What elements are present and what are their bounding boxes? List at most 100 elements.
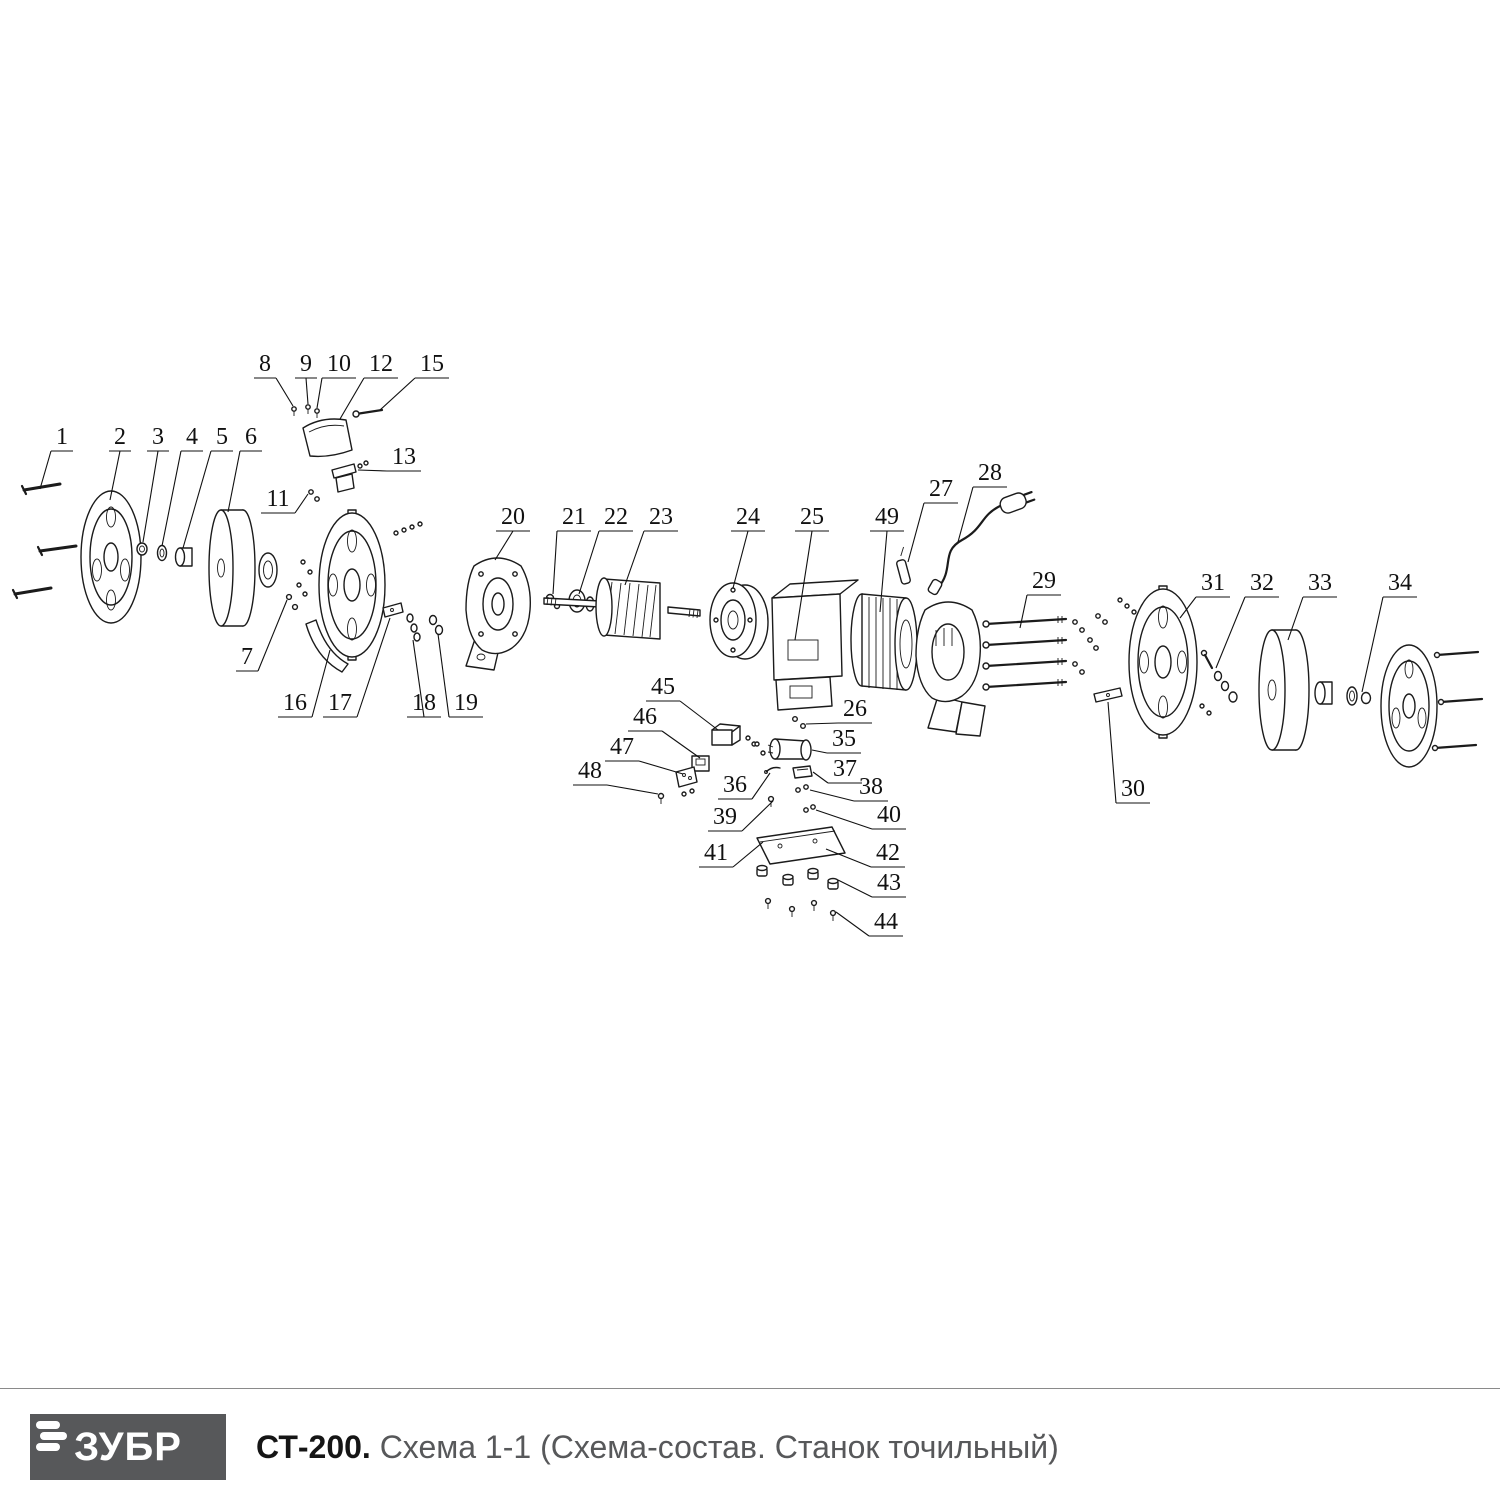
part-number-30: 30 xyxy=(1121,776,1145,802)
part-number-46: 46 xyxy=(633,704,657,730)
part-number-34: 34 xyxy=(1388,570,1412,596)
callout-leader-13 xyxy=(357,469,388,472)
callout-leader-23 xyxy=(624,530,645,586)
spacer-flange-left xyxy=(174,547,193,567)
base-plate xyxy=(756,826,846,865)
callout-leader-21 xyxy=(552,530,558,595)
motor-end-housing-right xyxy=(915,601,986,737)
part-number-24: 24 xyxy=(736,504,760,530)
part-number-33: 33 xyxy=(1308,570,1332,596)
schema-title: СТ-200. Схема 1-1 (Схема-состав. Станок … xyxy=(256,1426,1059,1468)
part-number-6: 6 xyxy=(245,424,257,450)
part-number-19: 19 xyxy=(454,690,478,716)
part-number-20: 20 xyxy=(501,504,525,530)
brand-logo-text: ЗУБР xyxy=(74,1425,182,1469)
part-number-13: 13 xyxy=(392,444,416,470)
callout-leader-31 xyxy=(1179,596,1197,619)
eye-shield xyxy=(302,418,353,458)
bracket-screws xyxy=(308,489,320,502)
rotor-armature xyxy=(543,577,701,640)
part-number-18: 18 xyxy=(412,690,436,716)
callout-leader-10 xyxy=(316,377,323,409)
callout-leader-39 xyxy=(741,800,774,832)
small-fasteners-left xyxy=(285,559,313,611)
callout-leader-32 xyxy=(1215,596,1246,669)
part-number-16: 16 xyxy=(283,690,307,716)
brand-logo: ЗУБР xyxy=(30,1414,226,1480)
part-number-12: 12 xyxy=(369,351,393,377)
inner-wheel-cover-left xyxy=(305,509,386,673)
part-number-42: 42 xyxy=(876,840,900,866)
callout-leader-4 xyxy=(161,450,182,547)
arbor-nut-left xyxy=(136,542,148,556)
callout-leader-6 xyxy=(227,450,241,513)
part-number-17: 17 xyxy=(328,690,352,716)
callout-leader-35 xyxy=(811,749,828,754)
callout-leader-24 xyxy=(732,530,749,589)
callout-leader-44 xyxy=(835,911,870,937)
part-number-47: 47 xyxy=(610,734,634,760)
part-number-43: 43 xyxy=(877,870,901,896)
callout-leader-7 xyxy=(257,599,288,672)
switch-block xyxy=(711,723,757,747)
part-number-32: 32 xyxy=(1250,570,1274,596)
run-capacitor xyxy=(754,738,812,761)
mounting-bracket-right xyxy=(1093,687,1123,703)
nuts-left xyxy=(428,614,444,636)
callout-leader-18 xyxy=(412,639,425,718)
tool-rest-bracket-left xyxy=(382,602,404,618)
part-number-3: 3 xyxy=(152,424,164,450)
callout-leader-38 xyxy=(809,789,855,802)
bearing-flange xyxy=(709,582,769,660)
part-number-1: 1 xyxy=(56,424,68,450)
callout-leader-27 xyxy=(907,502,925,563)
inner-wheel-cover-right xyxy=(1128,585,1198,739)
cover-screw-dots-left xyxy=(393,521,423,536)
callout-leader-22 xyxy=(578,530,600,595)
callout-leader-48 xyxy=(606,784,659,795)
stator-housing xyxy=(771,579,859,711)
part-number-44: 44 xyxy=(874,909,898,935)
motor-end-housing-left xyxy=(465,557,531,671)
spark-guard-screws xyxy=(291,404,320,418)
switch-button xyxy=(691,755,710,772)
shield-bracket xyxy=(331,460,369,493)
part-number-31: 31 xyxy=(1201,570,1225,596)
part-number-35: 35 xyxy=(832,726,856,752)
capacitor-small xyxy=(896,546,911,585)
switch-bracket xyxy=(675,766,698,797)
part-number-45: 45 xyxy=(651,674,675,700)
callout-leader-3 xyxy=(142,450,159,543)
callout-leader-29 xyxy=(1019,594,1028,629)
part-number-22: 22 xyxy=(604,504,628,530)
mounting-bolts-right xyxy=(1431,650,1484,752)
model-number: СТ-200. xyxy=(256,1429,371,1465)
callout-leader-9 xyxy=(305,377,309,405)
part-number-15: 15 xyxy=(420,351,444,377)
part-number-26: 26 xyxy=(843,696,867,722)
part-number-11: 11 xyxy=(266,486,289,512)
callout-leader-16 xyxy=(311,649,331,718)
part-number-38: 38 xyxy=(859,774,883,800)
callout-leader-45 xyxy=(679,700,719,731)
shield-screw xyxy=(352,408,384,418)
capacitor-clamp xyxy=(792,765,813,779)
callout-leader-25 xyxy=(794,530,813,641)
grinding-wheel-right xyxy=(1258,629,1310,751)
wheel-guard-cover-left xyxy=(80,490,142,624)
feet-screws xyxy=(764,897,837,921)
part-number-7: 7 xyxy=(241,644,253,670)
callout-leader-36 xyxy=(751,772,771,800)
part-number-8: 8 xyxy=(259,351,271,377)
callout-leader-8 xyxy=(275,377,294,407)
washers-left xyxy=(406,613,421,642)
callout-leader-43 xyxy=(837,879,873,898)
part-number-28: 28 xyxy=(978,460,1002,486)
bearing-left xyxy=(258,552,278,588)
fasteners-right xyxy=(1199,649,1238,716)
part-number-21: 21 xyxy=(562,504,586,530)
part-number-25: 25 xyxy=(800,504,824,530)
callout-leader-2 xyxy=(109,450,121,501)
